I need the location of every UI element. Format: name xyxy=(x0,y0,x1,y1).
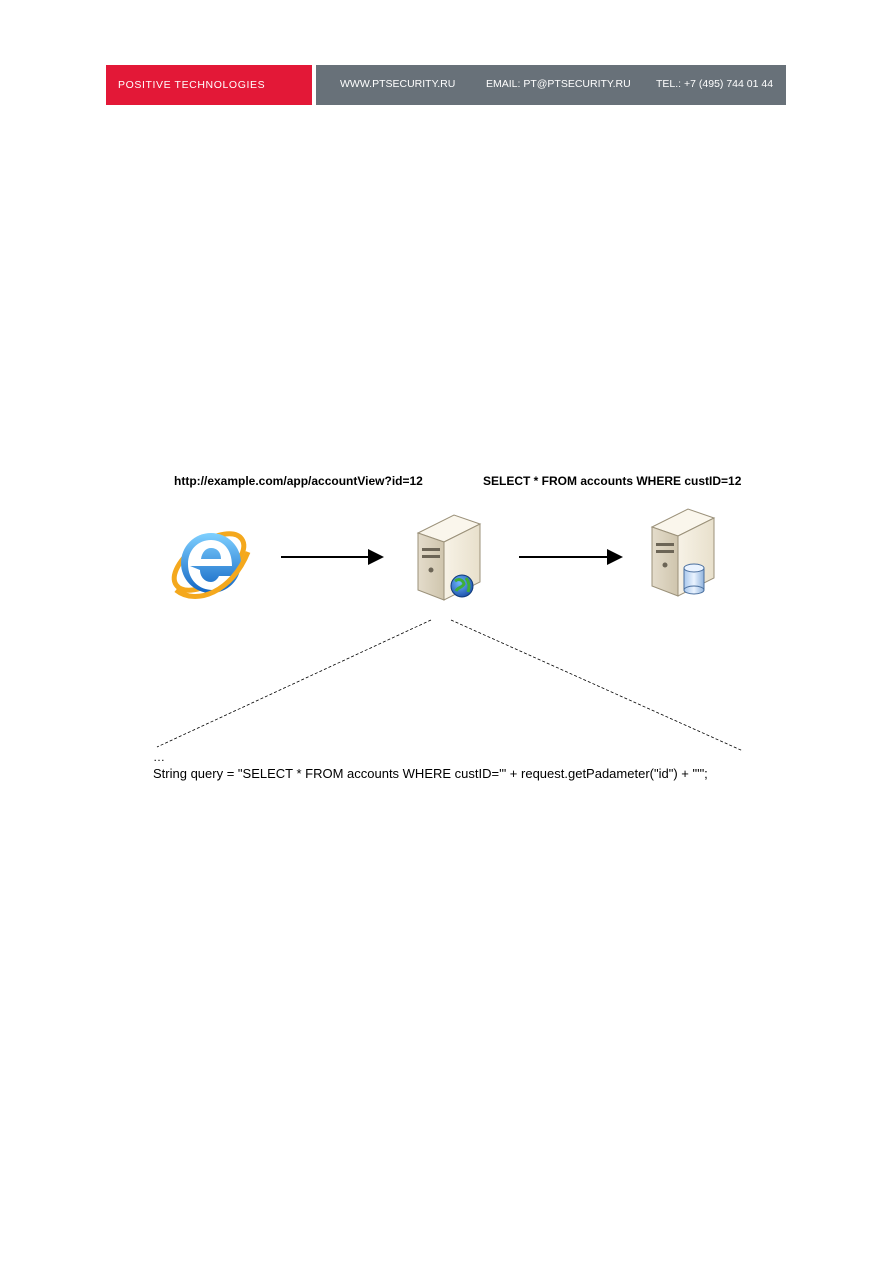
database-server-icon xyxy=(650,508,716,597)
browser-icon xyxy=(171,531,251,599)
request-url-label: http://example.com/app/accountView?id=12 xyxy=(174,474,423,488)
callout-line-right xyxy=(450,619,744,752)
brand-logo: POSITIVE TECHNOLOGIES xyxy=(106,65,312,105)
code-ellipsis: … xyxy=(153,750,165,764)
web-server-icon xyxy=(416,514,482,601)
email-link[interactable]: EMAIL: PT@PTSECURITY.RU xyxy=(486,78,631,90)
code-snippet: String query = "SELECT * FROM accounts W… xyxy=(153,766,708,781)
header-banner: POSITIVE TECHNOLOGIES WWW.PTSECURITY.RU … xyxy=(106,65,786,105)
contact-bar: WWW.PTSECURITY.RU EMAIL: PT@PTSECURITY.R… xyxy=(316,65,786,105)
callout-line-left xyxy=(156,619,432,748)
phone-number: TEL.: +7 (495) 744 01 44 xyxy=(656,78,774,90)
sql-query-label: SELECT * FROM accounts WHERE custID=12 xyxy=(483,474,742,488)
website-link[interactable]: WWW.PTSECURITY.RU xyxy=(340,78,456,90)
